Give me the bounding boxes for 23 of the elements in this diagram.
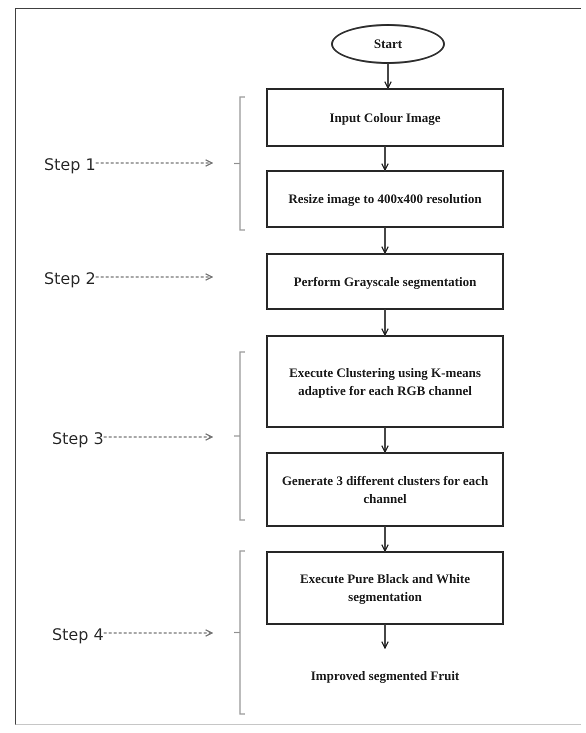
arrow xyxy=(381,527,389,552)
process-box: Resize image to 400x400 resolution xyxy=(266,170,504,228)
arrow xyxy=(381,428,389,453)
arrow xyxy=(381,228,389,254)
dashed-arrow xyxy=(104,433,213,441)
arrow xyxy=(381,625,389,649)
process-box: Generate 3 different clusters for each channel xyxy=(266,452,504,527)
step-label: Step 4 xyxy=(52,622,104,646)
process-box: Execute Clustering using K-means adaptive for each RGB channel xyxy=(266,335,504,428)
step-label: Step 2 xyxy=(44,266,96,290)
arrow xyxy=(384,64,392,89)
output-text: Improved segmented Fruit xyxy=(280,648,490,704)
arrow xyxy=(381,310,389,336)
dashed-arrow xyxy=(104,629,213,637)
process-box: Execute Pure Black and White segmentation xyxy=(266,551,504,625)
process-box: Perform Grayscale segmentation xyxy=(266,253,504,310)
arrow xyxy=(381,147,389,171)
process-box: Input Colour Image xyxy=(266,88,504,147)
dashed-arrow xyxy=(96,273,213,281)
dashed-arrow xyxy=(96,159,213,167)
step-label: Step 3 xyxy=(52,426,104,450)
step-label: Step 1 xyxy=(44,152,96,176)
start-terminal: Start xyxy=(331,24,445,64)
